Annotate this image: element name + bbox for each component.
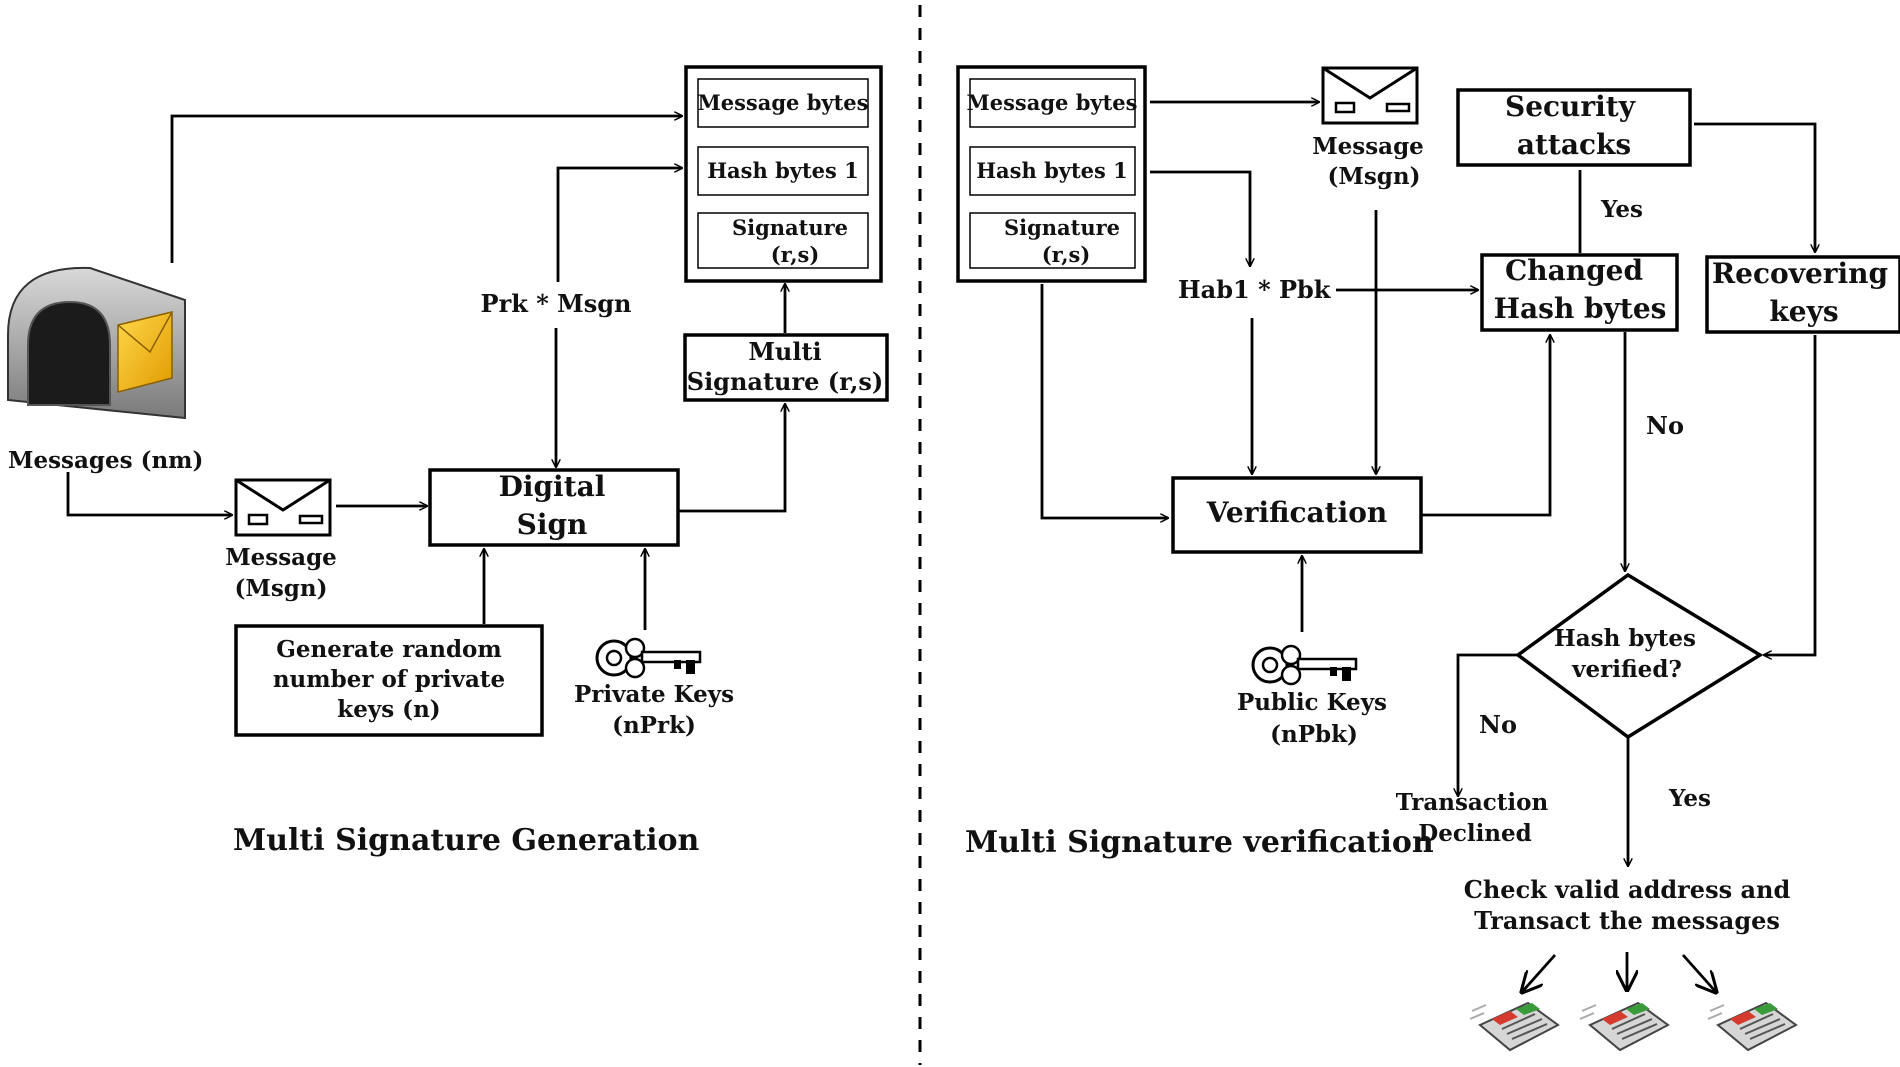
generate-keys-label-2: number of private (273, 666, 505, 693)
multi-signature-label-2: Signature (r,s) (687, 367, 884, 396)
message-envelope-icon-verification (1321, 66, 1419, 125)
verification-label: Verification (1206, 496, 1388, 529)
gen-message-label-1: Message (225, 544, 337, 571)
gen-packet-hash-bytes: Hash bytes 1 (707, 158, 859, 183)
yes-label-top: Yes (1600, 196, 1643, 223)
no-label-left: No (1479, 710, 1517, 739)
ver-message-label-1: Message (1312, 133, 1424, 160)
message-envelope-icon (234, 478, 332, 537)
ver-packet-signature: Signature (1004, 215, 1120, 240)
generation-title: Multi Signature Generation (233, 823, 700, 858)
transaction-document-icon (1469, 1001, 1560, 1052)
changed-hash-label-2: Hash bytes (1494, 292, 1667, 325)
no-label-right: No (1646, 411, 1684, 440)
transaction-declined-label-2: Declined (1418, 820, 1532, 847)
decision-label-2: verified? (1571, 656, 1682, 683)
public-keys-label-1: Public Keys (1237, 689, 1387, 716)
public-key-icon (1251, 644, 1358, 686)
verification-packet (956, 65, 1147, 283)
ver-packet-signature-rs: (r,s) (1042, 242, 1091, 267)
recovering-keys-box (1705, 255, 1900, 334)
gen-packet-signature: Signature (732, 215, 848, 240)
gen-message-label-2: (Msgn) (235, 575, 328, 602)
gen-packet-message-bytes: Message bytes (698, 90, 869, 115)
check-address-label-2: Transact the messages (1474, 906, 1780, 935)
digital-sign-label-2: Sign (517, 508, 588, 541)
public-keys-label-2: (nPbk) (1270, 721, 1358, 748)
recovering-keys-label-1: Recovering (1712, 257, 1888, 290)
decision-label-1: Hash bytes (1554, 625, 1696, 652)
verification-arrows (1040, 102, 1815, 992)
generate-keys-label-1: Generate random (276, 636, 501, 663)
generation-arrows (66, 116, 785, 630)
gen-packet-signature-rs: (r,s) (771, 242, 820, 267)
ver-packet-message-bytes: Message bytes (967, 90, 1138, 115)
digital-sign-box (428, 468, 680, 547)
generate-keys-box (234, 624, 544, 737)
transaction-document-icon (1579, 1001, 1670, 1052)
changed-hash-label-1: Changed (1505, 254, 1643, 287)
mailbox-label: Messages (nm) (8, 447, 203, 474)
generation-packet (684, 65, 883, 283)
private-key-icon (595, 637, 702, 679)
security-attacks-label-1: Security (1505, 90, 1636, 123)
digital-sign-label-1: Digital (499, 470, 606, 503)
mailbox-icon (7, 266, 186, 420)
hab-pbk-label: Hab1 * Pbk (1178, 275, 1332, 304)
verification-title: Multi Signature verification (965, 825, 1434, 860)
security-attacks-box (1456, 88, 1692, 167)
transaction-declined-label-1: Transaction (1396, 789, 1549, 816)
generate-keys-label-3: keys (n) (337, 696, 440, 723)
ver-packet-hash-bytes: Hash bytes 1 (976, 158, 1128, 183)
transaction-document-icon (1707, 1001, 1798, 1052)
yes-label-bottom: Yes (1668, 785, 1711, 812)
private-keys-label-1: Private Keys (574, 681, 734, 708)
verification-box (1171, 476, 1423, 554)
private-keys-label-2: (nPrk) (612, 712, 696, 739)
changed-hash-box (1480, 253, 1679, 332)
multi-signature-box (683, 333, 889, 402)
prk-msgn-label: Prk * Msgn (481, 289, 632, 318)
ver-message-label-2: (Msgn) (1328, 163, 1421, 190)
multi-signature-label-1: Multi (748, 337, 821, 366)
recovering-keys-label-2: keys (1769, 295, 1838, 328)
security-attacks-label-2: attacks (1517, 128, 1631, 161)
check-address-label-1: Check valid address and (1464, 875, 1791, 904)
